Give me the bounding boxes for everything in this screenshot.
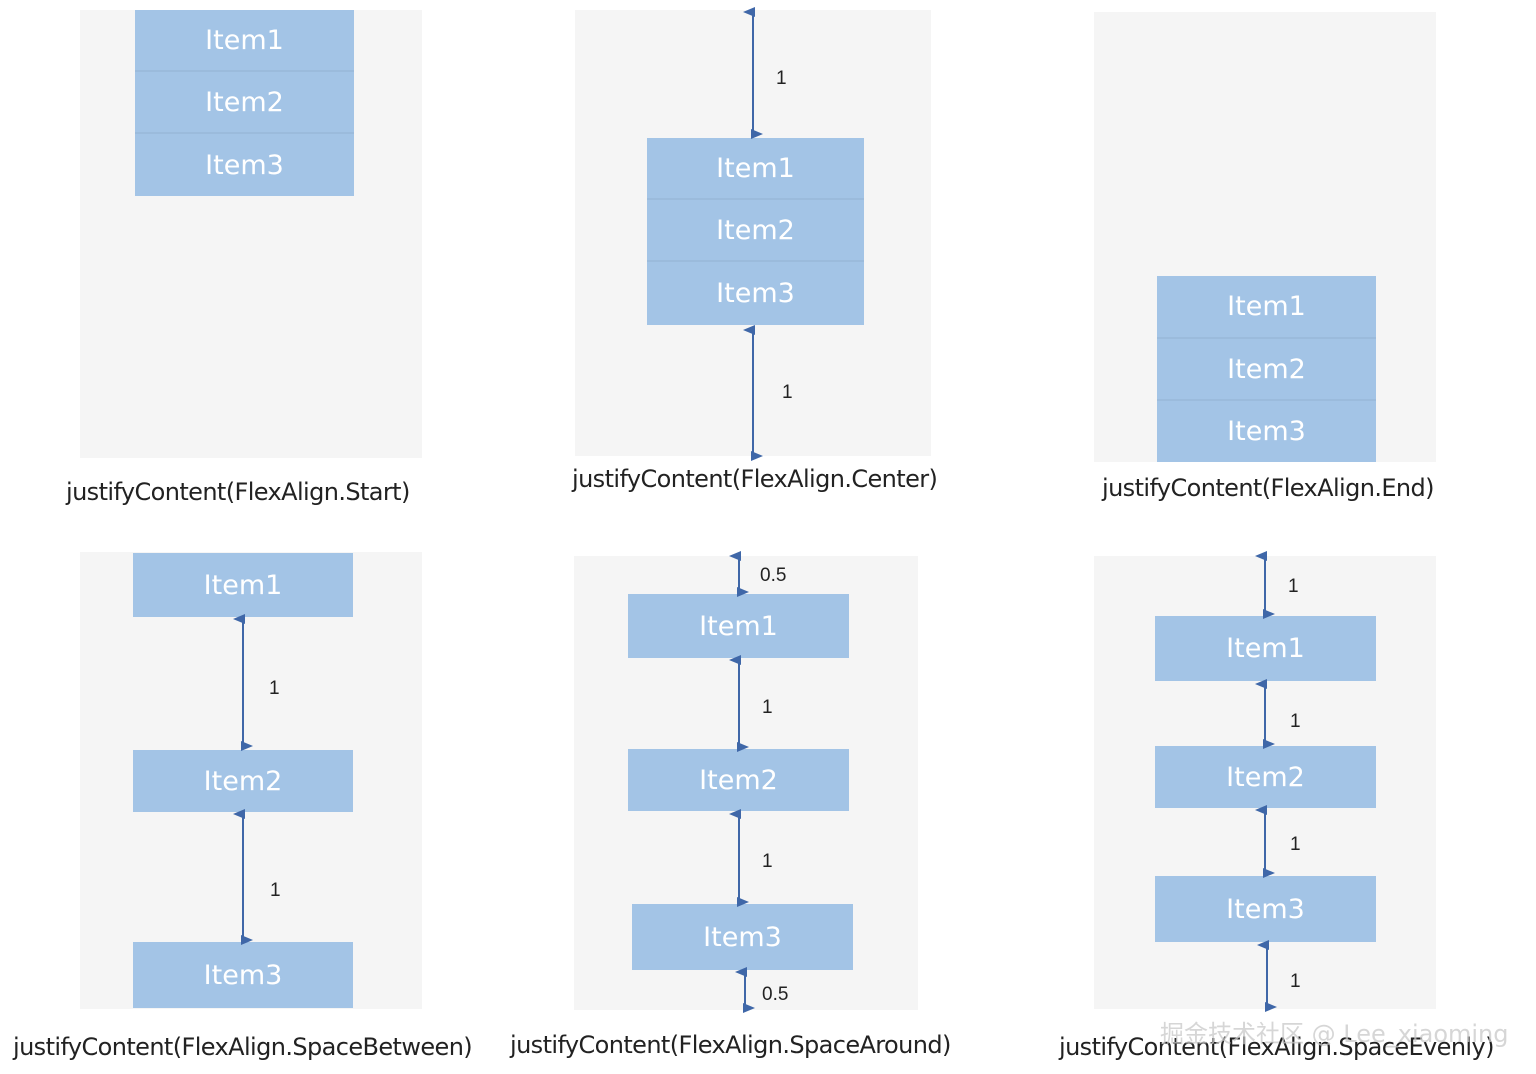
watermark: 掘金技术社区 @ Lee_xiaoming	[1160, 1020, 1509, 1048]
item-1: Item1	[135, 10, 354, 72]
item-3: Item3	[647, 262, 864, 325]
gap-label: 1	[270, 880, 281, 901]
gap-label: 0.5	[762, 984, 789, 1005]
item-2: Item2	[1157, 339, 1376, 401]
caption-space-around: justifyContent(FlexAlign.SpaceAround)	[510, 1031, 951, 1059]
gap-label: 1	[1290, 971, 1301, 992]
gap-label: 0.5	[760, 565, 787, 586]
gap-label: 1	[762, 851, 773, 872]
caption-start: justifyContent(FlexAlign.Start)	[66, 478, 410, 506]
item-1: Item1	[133, 553, 353, 617]
item-2: Item2	[628, 749, 849, 811]
gap-label: 1	[776, 68, 787, 89]
caption-end: justifyContent(FlexAlign.End)	[1102, 474, 1435, 502]
caption-space-between: justifyContent(FlexAlign.SpaceBetween)	[13, 1033, 473, 1061]
gap-label: 1	[762, 697, 773, 718]
caption-center: justifyContent(FlexAlign.Center)	[572, 465, 938, 493]
item-1: Item1	[1157, 276, 1376, 339]
gap-label: 1	[1288, 576, 1299, 597]
item-1: Item1	[628, 594, 849, 658]
item-3: Item3	[1157, 401, 1376, 462]
item-3: Item3	[133, 942, 353, 1008]
item-1: Item1	[1155, 616, 1376, 681]
gap-label: 1	[782, 382, 793, 403]
caption-space-evenly: justifyContent(FlexAlign.SpaceEvenly)	[1059, 1033, 1494, 1061]
gap-label: 1	[269, 678, 280, 699]
item-1: Item1	[647, 138, 864, 200]
item-3: Item3	[135, 134, 354, 196]
item-2: Item2	[1155, 746, 1376, 808]
gap-label: 1	[1290, 834, 1301, 855]
item-3: Item3	[632, 904, 853, 970]
item-2: Item2	[133, 750, 353, 812]
gap-label: 1	[1290, 711, 1301, 732]
item-3: Item3	[1155, 876, 1376, 942]
item-2: Item2	[135, 72, 354, 134]
item-2: Item2	[647, 200, 864, 262]
